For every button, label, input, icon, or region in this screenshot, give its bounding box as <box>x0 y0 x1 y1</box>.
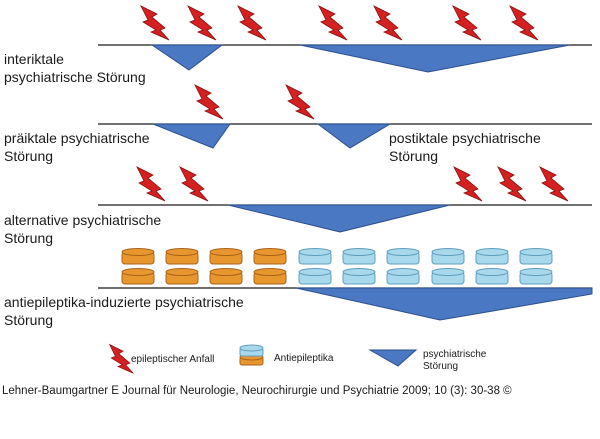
legend: epileptischer Anfall Antiepileptika psyc… <box>109 343 487 374</box>
seizure-bolt-icon <box>187 5 217 41</box>
label-alternative-line1: alternative psychiatrische <box>4 212 161 228</box>
antiepileptic-pill-orange-icon <box>209 248 243 265</box>
label-preictal-line1: präiktale psychiatrische <box>4 130 150 146</box>
seizure-bolt-icon <box>318 5 348 41</box>
legend-drug-pill-icon <box>239 344 264 366</box>
seizure-bolt-icon <box>237 5 267 41</box>
antiepileptic-pill-blue-icon <box>431 268 465 285</box>
antiepileptic-pill-blue-icon <box>519 268 553 285</box>
antiepileptic-pill-orange-icon <box>165 248 199 265</box>
antiepileptic-pill-blue-icon <box>386 248 420 265</box>
legend-seizure-bolt-icon <box>109 343 134 374</box>
legend-disorder-triangle-icon <box>368 349 418 367</box>
antiepileptic-pill-blue-icon <box>386 268 420 285</box>
antiepileptic-pill-orange-icon <box>253 268 287 285</box>
antiepileptic-pill-orange-icon <box>121 248 155 265</box>
label-drug-induced-line2: Störung <box>4 312 53 328</box>
antiepileptic-pill-blue-icon <box>342 268 376 285</box>
legend-disorder-label-line2: Störung <box>423 361 458 372</box>
legend-disorder-label-line1: psychiatrische <box>423 349 487 360</box>
antiepileptic-pill-orange-icon <box>121 268 155 285</box>
antiepileptic-pill-orange-icon <box>209 268 243 285</box>
disorder-triangle <box>152 123 231 149</box>
seizure-bolt-icon <box>509 5 539 41</box>
legend-drug-label: Antiepileptika <box>274 353 334 364</box>
disorder-triangle <box>295 287 593 321</box>
label-postictal-line2: Störung <box>389 148 438 164</box>
seizure-bolt-icon <box>373 5 403 41</box>
pill-grid <box>121 248 553 285</box>
row-drug-induced: antiepileptika-induzierte psychiatrische… <box>4 248 593 328</box>
disorder-triangle <box>150 44 224 71</box>
seizure-bolt-icon <box>452 5 482 41</box>
label-postictal-line1: postiktale psychiatrische <box>389 130 541 146</box>
disorder-triangle <box>227 204 451 233</box>
row-alternative: alternative psychiatrische Störung <box>4 166 592 246</box>
antiepileptic-pill-blue-icon <box>519 248 553 265</box>
label-interictal-line1: interiktale <box>4 51 64 67</box>
disorder-triangle <box>299 44 571 73</box>
antiepileptic-pill-blue-icon <box>342 248 376 265</box>
row-interictal: interiktale psychiatrische Störung <box>4 5 592 85</box>
seizure-bolt-icon <box>497 166 527 202</box>
antiepileptic-pill-orange-icon <box>253 248 287 265</box>
seizure-bolt-icon <box>539 166 569 202</box>
seizure-bolt-icon <box>136 166 166 202</box>
seizure-bolt-icon <box>140 5 170 41</box>
antiepileptic-pill-blue-icon <box>298 268 332 285</box>
citation: Lehner-Baumgartner E Journal für Neurolo… <box>2 385 512 397</box>
seizure-bolt-icon <box>285 84 315 120</box>
label-drug-induced-line1: antiepileptika-induzierte psychiatrische <box>4 294 244 310</box>
antiepileptic-pill-blue-icon <box>431 248 465 265</box>
legend-seizure-label: epileptischer Anfall <box>131 354 214 365</box>
label-alternative-line2: Störung <box>4 230 53 246</box>
disorder-triangle <box>316 123 392 149</box>
antiepileptic-pill-blue-icon <box>475 248 509 265</box>
seizure-bolt-icon <box>194 84 224 120</box>
antiepileptic-pill-blue-icon <box>475 268 509 285</box>
antiepileptic-pill-blue-icon <box>298 248 332 265</box>
row-preictal-postictal: präiktale psychiatrische Störung postikt… <box>4 84 592 164</box>
label-preictal-line2: Störung <box>4 148 53 164</box>
antiepileptic-pill-orange-icon <box>165 268 199 285</box>
seizure-bolt-icon <box>453 166 483 202</box>
label-interictal-line2: psychiatrische Störung <box>4 69 146 85</box>
seizure-bolt-icon <box>179 166 209 202</box>
